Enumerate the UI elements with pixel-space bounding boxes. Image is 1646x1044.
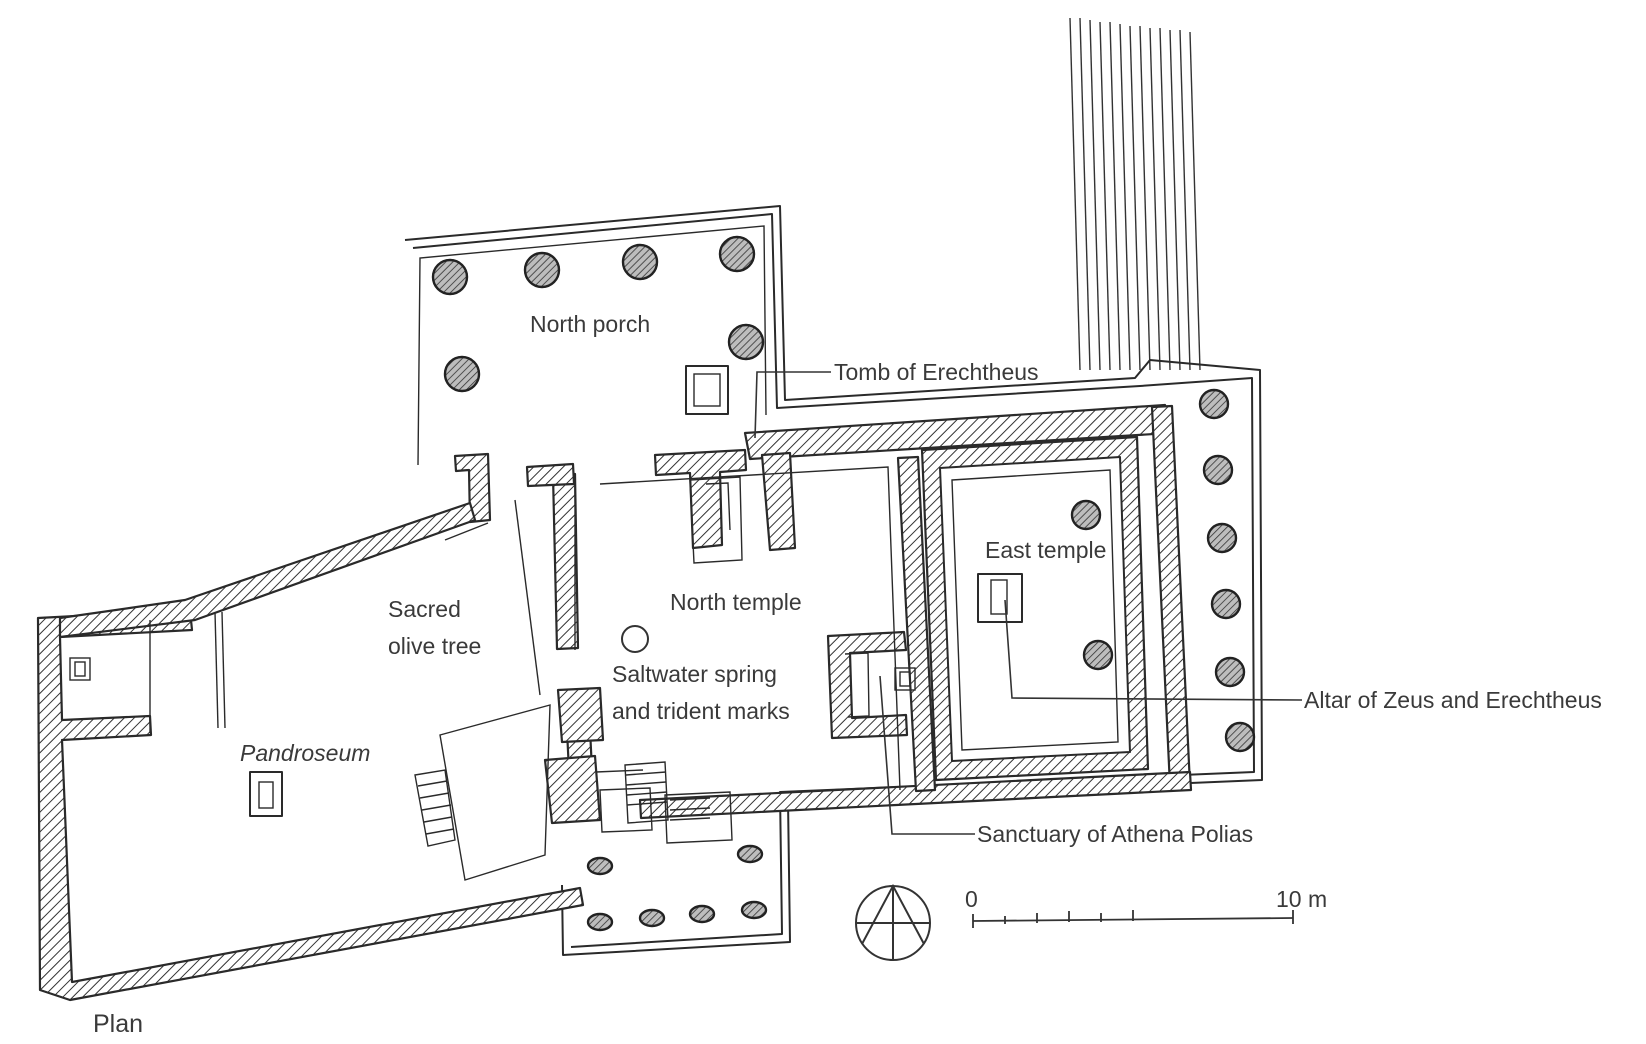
south-stairs <box>624 761 711 824</box>
inner-outlines <box>149 466 901 881</box>
north-arrow-icon <box>855 883 931 961</box>
label-tomb: Tomb of Erechtheus <box>834 359 1039 385</box>
altars <box>69 365 1023 817</box>
label-east-temple: East temple <box>985 537 1106 563</box>
scale-bar <box>972 910 1294 928</box>
stylobate-outline <box>404 205 1263 956</box>
leader-lines <box>754 371 1303 835</box>
label-spring-line1: Saltwater spring <box>612 661 777 687</box>
columns <box>431 235 1256 932</box>
label-north-porch: North porch <box>530 311 650 337</box>
north-porch-floor <box>417 225 767 466</box>
label-sanctuary: Sanctuary of Athena Polias <box>977 821 1253 847</box>
label-altar: Altar of Zeus and Erechtheus <box>1304 687 1602 713</box>
label-sacred-line1: Sacred <box>388 596 461 622</box>
ramp-lines <box>1069 17 1201 371</box>
scale-label-end: 10 m <box>1276 886 1327 912</box>
label-spring-line2: and trident marks <box>612 698 790 724</box>
label-north-temple: North temple <box>670 589 802 615</box>
label-sacred-line2: olive tree <box>388 633 481 659</box>
scale-label-start: 0 <box>965 886 978 912</box>
spring-circle <box>621 625 649 653</box>
label-pandroseum: Pandroseum <box>240 740 370 766</box>
plan-title: Plan <box>93 1010 143 1038</box>
west-stairs <box>414 769 456 847</box>
